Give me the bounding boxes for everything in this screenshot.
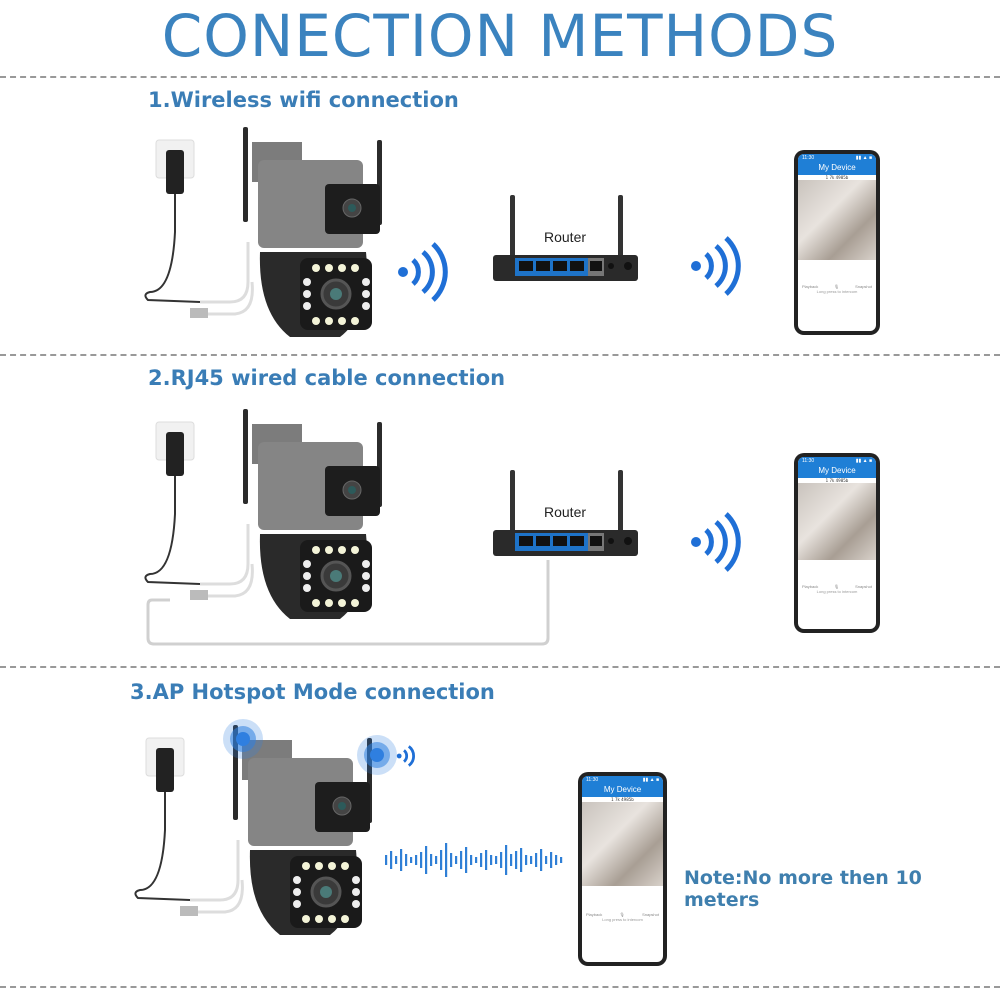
wave-bar: [510, 854, 513, 866]
phone-time: 11:30: [802, 458, 815, 464]
wave-bar: [550, 852, 553, 868]
range-note: Note:No more then 10 meters: [684, 867, 922, 911]
divider: [0, 354, 1000, 356]
phone-app-screen: 11:30▮▮ ▲ ■ My Device 1 7k 4985b Playbac…: [794, 150, 880, 335]
wave-bar: [505, 845, 508, 875]
router-icon: [493, 195, 638, 281]
wave-bar: [435, 856, 438, 864]
mic-icon[interactable]: 🎙: [834, 284, 840, 290]
device-id: 1 7k 4985b: [582, 797, 663, 802]
wifi-signal-icon: [691, 512, 741, 572]
camera-with-power: [144, 409, 382, 619]
router-label: Router: [544, 229, 587, 245]
wave-bar: [560, 857, 563, 863]
wave-bar: [495, 856, 498, 864]
snapshot-button[interactable]: Snapshot: [642, 911, 659, 917]
wave-bar: [530, 856, 533, 864]
wave-bar: [415, 855, 418, 865]
wave-bar: [470, 855, 473, 865]
wave-bar: [385, 855, 388, 865]
wave-bar: [525, 855, 528, 865]
snapshot-button[interactable]: Snapshot: [855, 284, 872, 290]
mic-icon[interactable]: 🎙: [619, 911, 625, 917]
app-title: My Device: [818, 466, 856, 475]
live-video: [798, 180, 876, 260]
wave-bar: [500, 852, 503, 868]
intercom-hint: Long press to intercom: [602, 916, 643, 922]
section-1-title: 1.Wireless wifi connection: [148, 88, 459, 112]
app-title: My Device: [818, 163, 856, 172]
wave-bar: [440, 850, 443, 870]
wave-bar: [545, 856, 548, 864]
section-3-title: 3.AP Hotspot Mode connection: [130, 680, 495, 704]
live-video: [798, 483, 876, 561]
wave-bar: [455, 856, 458, 864]
mic-icon[interactable]: 🎙: [834, 584, 840, 590]
wave-bar: [490, 855, 493, 865]
phone-app-screen: 11:30▮▮ ▲ ■ My Device 1 7k 4985b Playbac…: [794, 453, 880, 633]
playback-button[interactable]: Playback: [802, 284, 819, 290]
wave-bar: [475, 857, 478, 863]
intercom-hint: Long press to intercom: [816, 289, 858, 295]
page-title: CONECTION METHODS: [161, 2, 839, 70]
phone-time: 11:30: [802, 155, 815, 161]
wave-bar: [430, 854, 433, 866]
router-label: Router: [544, 504, 587, 520]
wifi-signal-icon: [691, 236, 741, 296]
wave-bar: [390, 851, 393, 869]
phone-app-screen: 11:30▮▮ ▲ ■ My Device 1 7k 4985b Playbac…: [578, 772, 667, 966]
hotspot-glow-icon: [223, 719, 263, 759]
section-2-title: 2.RJ45 wired cable connection: [148, 366, 506, 390]
router-icon: [493, 470, 638, 556]
wave-bar: [540, 849, 543, 871]
intercom-hint: Long press to intercom: [816, 589, 858, 595]
ethernet-cable: [146, 560, 550, 646]
playback-button[interactable]: Playback: [802, 584, 819, 590]
camera-with-power: [134, 725, 372, 935]
app-title: My Device: [603, 785, 642, 794]
wave-bar: [405, 854, 408, 866]
divider: [0, 76, 1000, 78]
wave-bar: [520, 848, 523, 872]
wifi-signal-icon: [398, 242, 448, 302]
device-id: 1 7k 4985b: [798, 175, 876, 180]
wave-bar: [410, 857, 413, 863]
wave-bar: [485, 850, 488, 870]
wave-bar: [535, 853, 538, 867]
wave-bar: [480, 853, 483, 867]
divider: [0, 986, 1000, 988]
playback-button[interactable]: Playback: [586, 911, 603, 917]
wave-bar: [445, 843, 448, 877]
signal-wave-icon: [385, 843, 563, 877]
camera-with-power: [144, 127, 382, 337]
divider: [0, 666, 1000, 668]
live-video: [582, 802, 663, 886]
phone-time: 11:30: [586, 777, 599, 783]
wave-bar: [425, 846, 428, 874]
wave-bar: [460, 851, 463, 869]
wave-bar: [555, 855, 558, 865]
snapshot-button[interactable]: Snapshot: [855, 584, 872, 590]
wifi-signal-icon: [396, 745, 415, 767]
wave-bar: [515, 851, 518, 869]
hotspot-glow-icon: [357, 735, 397, 775]
device-id: 1 7k 4985b: [798, 478, 876, 483]
wave-bar: [465, 847, 468, 873]
wave-bar: [420, 852, 423, 868]
wave-bar: [450, 853, 453, 867]
wave-bar: [400, 849, 403, 871]
wave-bar: [395, 856, 398, 864]
